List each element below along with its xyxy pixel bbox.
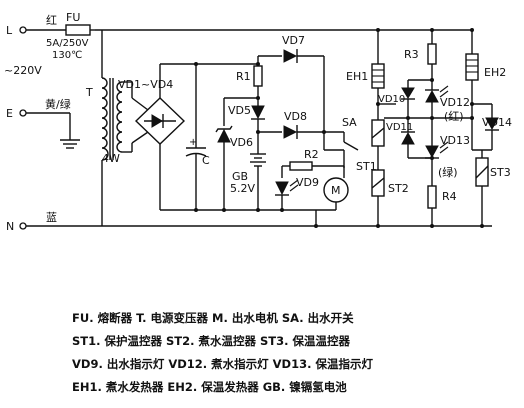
label-vd11: VD11 bbox=[386, 122, 413, 133]
terminal-n bbox=[19, 222, 27, 230]
diode-vd11: VD11 bbox=[386, 118, 415, 158]
diode-vd8: VD8 bbox=[283, 110, 324, 139]
label-vd6: VD6 bbox=[230, 136, 253, 149]
label-voltage: ~220V bbox=[4, 64, 42, 77]
legend: FU. 熔断器 T. 电源变压器 M. 出水电机 SA. 出水开关 ST1. 保… bbox=[72, 311, 373, 394]
led-vd13: VD13 (绿) bbox=[425, 118, 470, 179]
label-vd14: VD14 bbox=[482, 116, 512, 129]
label-eh2: EH2 bbox=[484, 66, 506, 79]
label-red-wire: 红 bbox=[46, 14, 57, 27]
diode-vd7: VD7 bbox=[282, 34, 324, 63]
label-t-power: 4W bbox=[102, 152, 120, 165]
label-r1: R1 bbox=[236, 70, 251, 83]
capacitor-c: + C bbox=[185, 64, 210, 210]
earth-ground bbox=[26, 112, 80, 149]
label-vd12: VD12 bbox=[440, 96, 470, 109]
label-vd7: VD7 bbox=[282, 34, 305, 47]
label-l: L bbox=[6, 24, 13, 37]
label-r3: R3 bbox=[404, 48, 419, 61]
label-eh1: EH1 bbox=[346, 70, 368, 83]
legend-line-4: EH1. 煮水发热器 EH2. 保温发热器 GB. 镍镉氢电池 bbox=[72, 380, 347, 394]
label-n: N bbox=[6, 220, 14, 233]
label-vd13: VD13 bbox=[440, 134, 470, 147]
label-fuse-temp: 130℃ bbox=[52, 50, 82, 61]
bridge-rectifier: VD1~VD4 bbox=[118, 78, 186, 145]
diode-vd10: VD10 bbox=[378, 87, 415, 118]
motor-m: M bbox=[323, 166, 349, 210]
label-vd8: VD8 bbox=[284, 110, 307, 123]
resistor-r4: R4 bbox=[427, 158, 457, 226]
battery-gb: GB 5.2V bbox=[230, 132, 266, 210]
diode-vd5: VD5 bbox=[228, 104, 265, 120]
thermostat-st1: ST1 bbox=[356, 119, 385, 173]
terminal-l bbox=[19, 26, 27, 34]
label-c: C bbox=[202, 154, 210, 167]
label-vd9: VD9 bbox=[296, 176, 319, 189]
led-vd12: VD12 (红) bbox=[425, 80, 470, 123]
terminal-e bbox=[19, 109, 27, 117]
label-gb-voltage: 5.2V bbox=[230, 182, 255, 195]
label-st1: ST1 bbox=[356, 160, 377, 173]
heater-eh1: EH1 bbox=[346, 30, 385, 120]
resistor-r3: R3 bbox=[404, 30, 437, 80]
label-st3: ST3 bbox=[490, 166, 511, 179]
thermostat-st3: ST3 bbox=[472, 149, 511, 226]
label-e: E bbox=[6, 107, 13, 120]
label-r4: R4 bbox=[442, 190, 457, 203]
legend-line-2: ST1. 保护温控器 ST2. 煮水温控器 ST3. 保温温控器 bbox=[72, 334, 351, 348]
label-vd10: VD10 bbox=[378, 94, 405, 105]
label-fuse-rating: 5A/250V bbox=[46, 38, 89, 49]
resistor-r1: R1 bbox=[236, 65, 263, 87]
label-st2: ST2 bbox=[388, 182, 409, 195]
legend-line-1: FU. 熔断器 T. 电源变压器 M. 出水电机 SA. 出水开关 bbox=[72, 311, 354, 325]
label-sa: SA bbox=[342, 116, 357, 129]
svg-text:+: + bbox=[189, 137, 197, 148]
label-m: M bbox=[331, 184, 341, 197]
label-vd12-color: (红) bbox=[444, 110, 464, 123]
diode-vd14: VD14 bbox=[472, 103, 512, 150]
label-vd13-color: (绿) bbox=[438, 165, 458, 179]
legend-line-3: VD9. 出水指示灯 VD12. 煮水指示灯 VD13. 保温指示灯 bbox=[72, 357, 373, 371]
switch-sa: SA bbox=[324, 116, 359, 168]
label-fuse: FU bbox=[66, 11, 80, 24]
label-t: T bbox=[85, 86, 93, 99]
zener-vd6: VD6 bbox=[215, 97, 258, 210]
label-gb: GB bbox=[232, 170, 248, 183]
label-vd5: VD5 bbox=[228, 104, 251, 117]
transformer-t: T 4W bbox=[85, 30, 123, 226]
thermostat-st2: ST2 bbox=[371, 169, 409, 226]
label-blue-wire: 蓝 bbox=[46, 211, 57, 224]
label-r2: R2 bbox=[304, 148, 319, 161]
label-bridge: VD1~VD4 bbox=[118, 78, 173, 91]
fuse-fu: FU 5A/250V 130℃ bbox=[44, 11, 95, 61]
heater-eh2: EH2 bbox=[465, 30, 506, 150]
label-yellow-green-wire: 黄/绿 bbox=[45, 97, 71, 111]
led-vd9: VD9 bbox=[275, 176, 319, 210]
